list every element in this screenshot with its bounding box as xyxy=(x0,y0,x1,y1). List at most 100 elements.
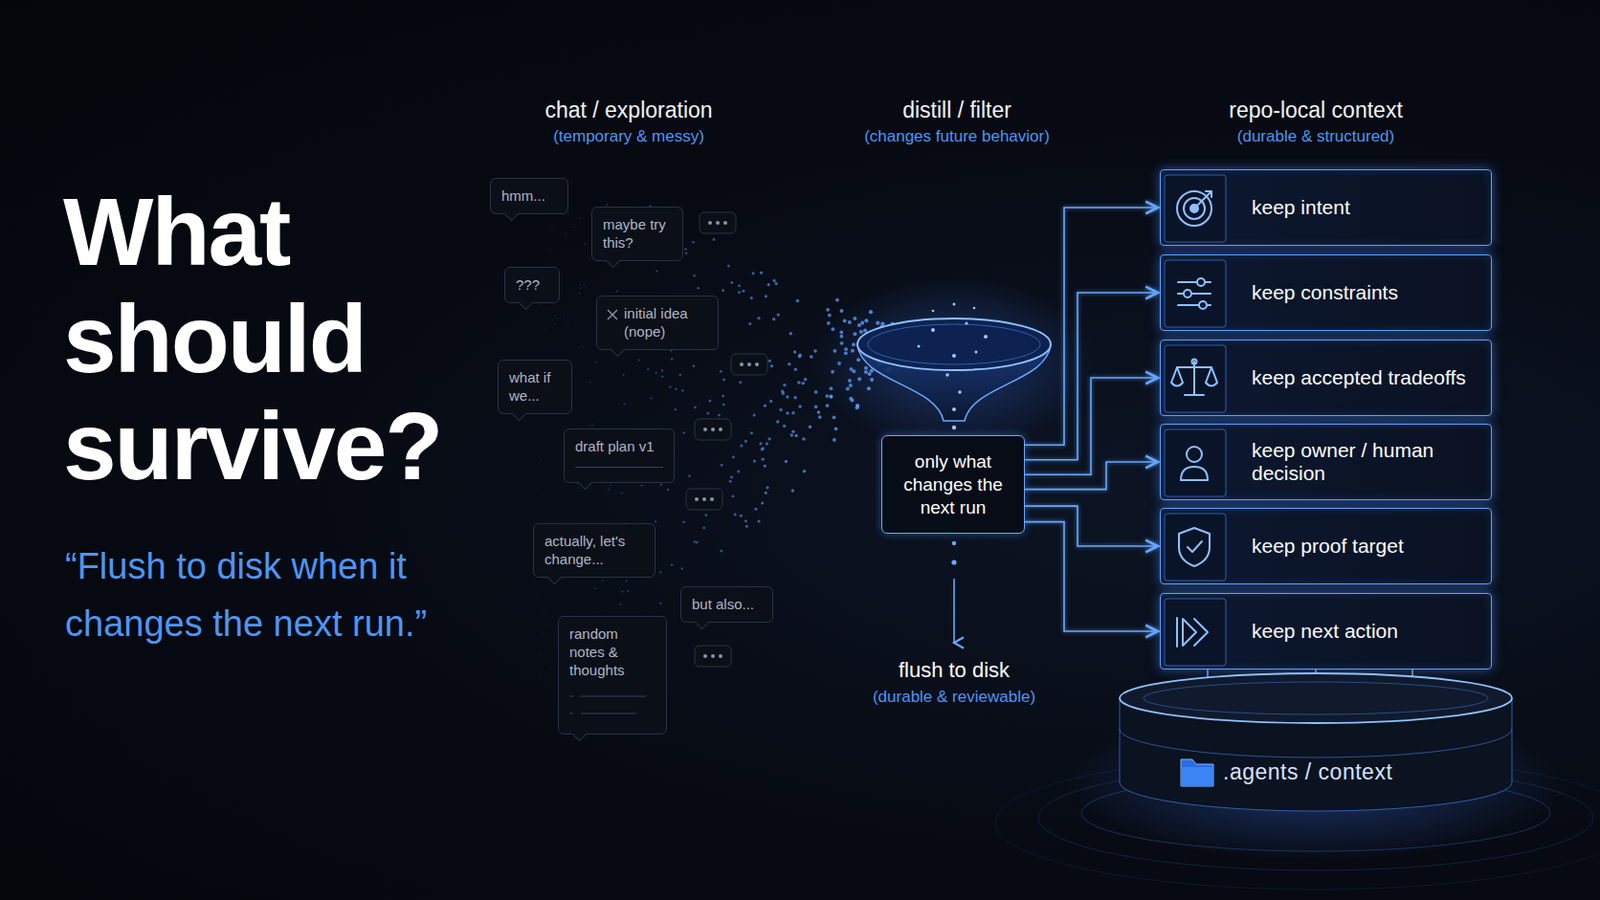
particle xyxy=(785,411,789,415)
filter-box: only what changes the next run xyxy=(881,435,1025,534)
particle xyxy=(538,305,540,307)
particle xyxy=(731,494,734,498)
particle xyxy=(691,241,695,245)
node-text: ??? xyxy=(515,275,549,294)
particle xyxy=(719,370,723,374)
particle xyxy=(763,404,767,408)
particle xyxy=(765,486,769,489)
node-text: random notes & thoughts xyxy=(569,624,656,680)
particle xyxy=(832,416,837,421)
chat-bubble: random notes & thoughts xyxy=(557,616,667,735)
particle xyxy=(784,460,788,464)
particle xyxy=(609,484,612,487)
particle xyxy=(692,274,696,278)
particle xyxy=(722,403,726,407)
particle xyxy=(791,429,795,433)
particle xyxy=(579,218,582,221)
particle xyxy=(825,308,830,312)
particle xyxy=(567,324,569,326)
context-box: keep owner / human decision xyxy=(1159,423,1492,501)
context-box: keep accepted tradeoffs xyxy=(1159,339,1492,417)
particle xyxy=(741,289,745,293)
particle xyxy=(827,313,832,318)
chat-bubble: maybe try this? xyxy=(591,206,684,262)
particle xyxy=(793,350,797,354)
particle xyxy=(730,281,734,285)
particle xyxy=(752,271,756,275)
quote: “Flush to disk when it changes the next … xyxy=(65,537,544,653)
scale-icon xyxy=(1160,340,1230,418)
node-text: draft plan v1 xyxy=(575,437,664,456)
node-text: keep accepted tradeoffs xyxy=(1251,366,1467,390)
particle xyxy=(666,488,669,491)
particle xyxy=(704,513,708,517)
particle xyxy=(574,225,577,228)
particle xyxy=(654,372,657,375)
node-text: keep owner / human decision xyxy=(1251,439,1486,486)
shield-icon xyxy=(1160,509,1230,586)
particle xyxy=(770,364,774,368)
column-header: (durable & structured) xyxy=(1237,127,1395,147)
particle xyxy=(834,426,839,431)
particle xyxy=(566,237,568,239)
particle xyxy=(679,374,682,377)
particle xyxy=(744,440,748,444)
particle xyxy=(708,400,712,403)
particle xyxy=(638,358,641,361)
particle xyxy=(621,492,623,495)
particle xyxy=(781,392,785,396)
particle xyxy=(793,396,797,400)
particle xyxy=(791,488,795,492)
particle xyxy=(732,456,735,460)
particle xyxy=(684,247,688,251)
chat-bubble: ??? xyxy=(504,266,560,304)
particle xyxy=(719,550,723,554)
particle xyxy=(682,521,686,525)
flow-arrow xyxy=(1024,377,1158,475)
particle xyxy=(748,322,752,326)
particle xyxy=(625,579,628,582)
particle xyxy=(646,368,649,371)
particle xyxy=(787,362,791,366)
particle xyxy=(808,425,813,430)
particle xyxy=(605,203,608,206)
cross-icon xyxy=(605,308,620,322)
context-box: keep intent xyxy=(1159,169,1492,246)
particle-stream xyxy=(534,201,900,677)
particle xyxy=(577,347,580,350)
particle xyxy=(681,389,684,392)
particle xyxy=(785,395,789,399)
particle xyxy=(534,639,536,641)
particle xyxy=(564,232,566,234)
particle xyxy=(817,410,822,415)
chat-bubble: initial idea (nope) xyxy=(596,295,719,351)
particle xyxy=(591,423,594,426)
particle xyxy=(535,488,537,489)
particle xyxy=(737,284,741,288)
particle xyxy=(548,248,550,250)
node-text: initial idea (nope) xyxy=(623,304,708,341)
particle xyxy=(563,311,565,313)
particle xyxy=(544,330,546,332)
particle xyxy=(832,438,837,443)
particle xyxy=(547,624,549,626)
particle xyxy=(692,365,696,369)
particle xyxy=(540,459,542,461)
particle xyxy=(549,668,551,670)
sliders-icon xyxy=(1160,255,1230,333)
particle xyxy=(782,383,786,387)
node-text: keep intent xyxy=(1251,196,1351,220)
particle xyxy=(577,487,580,489)
particle xyxy=(702,527,706,531)
particle xyxy=(539,654,541,656)
particle xyxy=(542,634,544,636)
particle xyxy=(794,434,798,438)
chat-bubble: hmm... xyxy=(489,177,569,215)
context-box: keep proof target xyxy=(1159,508,1492,585)
particle xyxy=(782,424,786,428)
flush-caption: flush to disk xyxy=(898,658,1010,684)
particle xyxy=(661,369,664,372)
context-box: keep next action xyxy=(1159,593,1492,670)
chat-bubble: but also... xyxy=(680,586,774,623)
next-icon xyxy=(1160,594,1230,671)
